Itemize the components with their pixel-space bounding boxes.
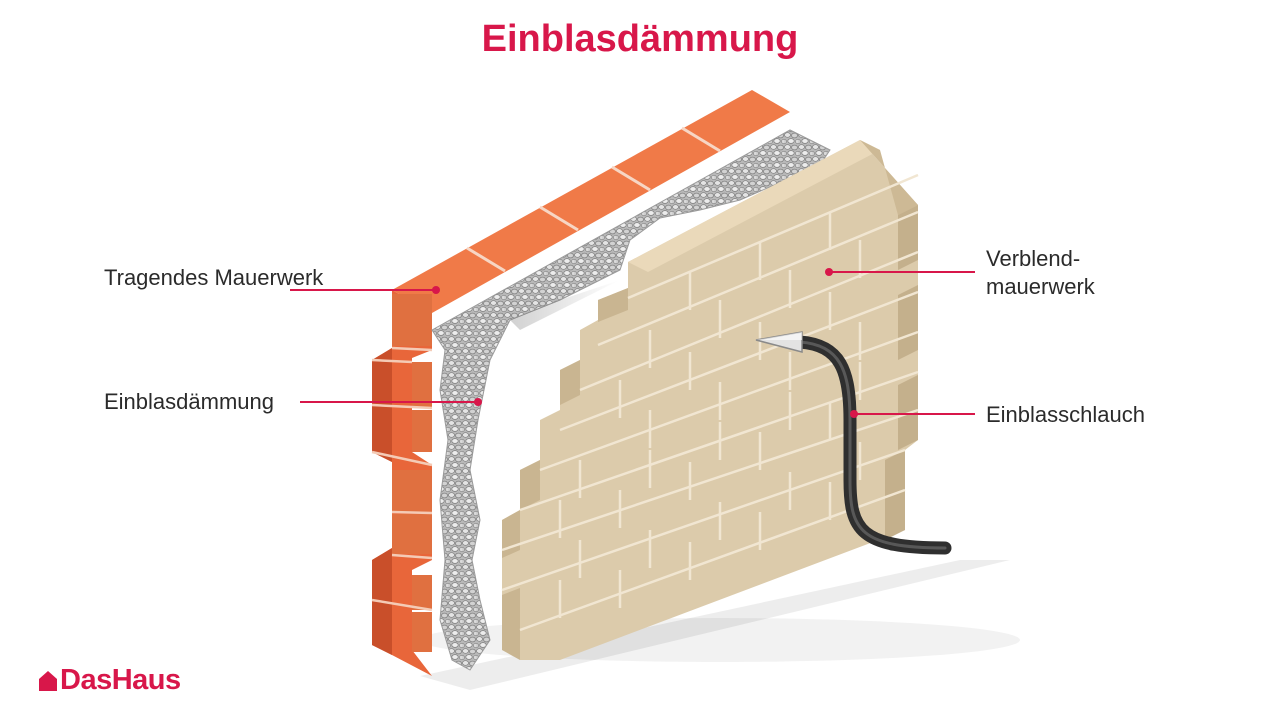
leader-dots [432,268,858,418]
diagram-title: Einblasdämmung [481,18,799,60]
label-facing-masonry: Verblend- mauerwerk [986,246,1095,299]
logo-text: DasHaus [60,664,181,696]
house-icon [39,670,57,691]
facing-brick-wall [501,140,919,660]
injection-hose [755,331,952,555]
dashaus-logo: DasHaus [38,664,181,697]
label-load-bearing-masonry: Tragendes Mauerwerk [104,265,324,290]
label-injection-hose: Einblasschlauch [986,402,1145,427]
load-bearing-wall [371,90,790,676]
leader-lines [290,271,975,415]
insulation-layer [431,129,831,671]
label-blown-insulation: Einblasdämmung [104,389,274,414]
